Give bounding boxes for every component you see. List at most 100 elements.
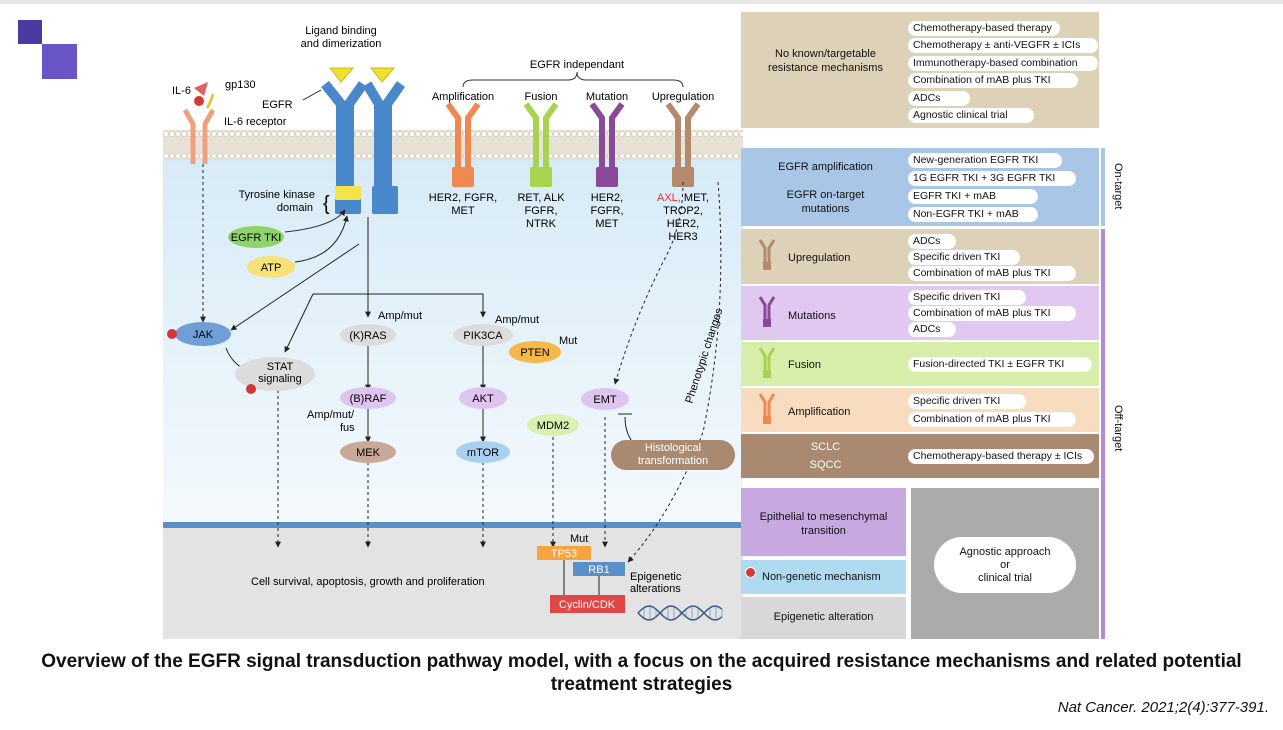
citation: Nat Cancer. 2021;2(4):377-391.: [1057, 699, 1269, 716]
gp130-label: gp130: [225, 79, 256, 91]
pik3ca-node: [453, 324, 513, 346]
histo-node: [611, 440, 735, 470]
treatment-on-2: EGFR TKI + mAB: [908, 189, 1038, 204]
mtor-node: [456, 441, 510, 463]
no-known-label: No known/targetable resistance mechanism…: [768, 48, 883, 74]
braf-label: (B)RAF: [350, 393, 387, 405]
jak-dot: [167, 329, 177, 339]
nuclear-membrane: [163, 522, 743, 528]
egfr-mut-label: EGFR on-target mutations: [786, 189, 865, 215]
jak-node: [175, 322, 231, 346]
egfr-tki-label: EGFR TKI: [231, 232, 282, 244]
kras-node: [340, 324, 396, 346]
rb1-label: RB1: [588, 564, 609, 576]
treatment-up-2: Combination of mAB plus TKI: [908, 266, 1076, 281]
treatment-on-1: 1G EGFR TKI + 3G EGFR TKI: [908, 171, 1076, 186]
mutations-receptor-icon: [758, 296, 776, 327]
il6-ligand: [194, 96, 204, 106]
treatment-up-0: ADCs: [908, 234, 956, 249]
stat-dot: [246, 384, 256, 394]
atp-label: ATP: [261, 262, 282, 274]
atp-node: [247, 256, 295, 278]
decor-square-small: [18, 20, 42, 44]
amp-mut-pik3ca: Amp/mut: [495, 314, 539, 326]
mut-tp53: Mut: [570, 533, 588, 545]
cyclin-label: Cyclin/CDK: [559, 599, 616, 611]
egfr-label: EGFR: [262, 99, 293, 111]
treatment-nk-5: Agnostic clinical trial: [908, 108, 1034, 123]
egfr-independant-label: EGFR independant: [530, 59, 624, 71]
sclc-label: SCLC: [810, 441, 841, 453]
cyclin-box: [550, 595, 625, 613]
cell-survival-label: Cell survival, apoptosis, growth and pro…: [251, 576, 485, 588]
jak-label: JAK: [193, 329, 214, 341]
tk-brace: {: [323, 193, 330, 215]
receptor-title-2: Mutation: [586, 91, 628, 103]
treatment-on-0: New-generation EGFR TKI: [908, 153, 1062, 168]
mek-node: [340, 441, 396, 463]
il6-label: IL-6: [172, 85, 191, 97]
off-target-side-label: Off-target: [1112, 405, 1124, 452]
non-genetic-label: Non-genetic mechanism: [762, 571, 881, 583]
treatment-on-3: Non-EGFR TKI + mAB: [908, 207, 1038, 222]
treatment-nk-4: ADCs: [908, 91, 970, 106]
mutations-label: Mutations: [788, 310, 836, 322]
epigenetic-box-label: Epigenetic alteration: [773, 611, 874, 623]
treatment-up-1: Specific driven TKI: [908, 250, 1020, 265]
receptor-sub-2: HER2,FGFR,MET: [591, 192, 624, 230]
epigenetic-box: [741, 597, 906, 639]
agnostic-label: Agnostic approach or clinical trial: [934, 537, 1076, 593]
braf-node: [340, 387, 396, 409]
amplification-receptor-icon: [758, 393, 776, 424]
akt-label: AKT: [472, 393, 494, 405]
treatment-mu-1: Combination of mAB plus TKI: [908, 306, 1076, 321]
mdm2-label: MDM2: [537, 420, 569, 432]
il6-triangle: [194, 82, 208, 96]
receptor-title-3: Upregulation: [652, 91, 714, 103]
amp-mut-kras: Amp/mut: [378, 310, 422, 322]
tp53-label: TP53: [551, 548, 577, 560]
akt-node: [459, 387, 507, 409]
receptor-fusion: [523, 102, 559, 187]
treatment-nk-0: Chemotherapy-based therapy: [908, 21, 1060, 36]
treatment-nk-1: Chemotherapy ± anti-VEGFR ± ICIs: [908, 38, 1098, 53]
decor-square-large: [42, 44, 77, 79]
sqcc-label: SQCC: [809, 459, 842, 471]
mdm2-node: [527, 414, 579, 436]
receptor-title-1: Fusion: [524, 91, 557, 103]
upregulation-receptor-icon: [758, 239, 776, 270]
stat-node: [235, 357, 315, 391]
emt-node: [581, 388, 629, 410]
treatment-am-1: Combination of mAB plus TKI: [908, 412, 1076, 427]
fusion-label: Fusion: [788, 359, 822, 371]
mek-label: MEK: [356, 447, 381, 459]
il6r-label: IL-6 receptor: [224, 116, 287, 128]
kras-label: (K)RAS: [349, 330, 386, 342]
fusion-receptor-icon: [758, 347, 776, 378]
mut-pten: Mut: [559, 335, 577, 347]
on-target-bar: [1101, 148, 1105, 226]
il6-receptor: [182, 82, 216, 164]
non-genetic-box: [741, 560, 906, 594]
receptor-title-0: Amplification: [432, 91, 494, 103]
treatment-nk-2: Immunotherapy-based combination: [908, 56, 1098, 71]
receptor-mutation: [589, 102, 625, 187]
pten-label: PTEN: [520, 347, 549, 359]
upregulation-label: Upregulation: [788, 252, 851, 264]
pten-node: [509, 341, 561, 363]
amp-mut-fus-label: Amp/mut/fus: [307, 409, 355, 434]
pik3ca-label: PIK3CA: [463, 330, 503, 342]
egfr-tki-node: [228, 226, 284, 248]
receptor-amplification: [445, 102, 481, 187]
mtor-label: mTOR: [467, 447, 499, 459]
treatment-fu-0: Fusion-directed TKI ± EGFR TKI: [908, 357, 1092, 372]
emt-box-label: Epithelial to mesenchymal transition: [759, 511, 888, 537]
non-genetic-dot: [745, 567, 756, 578]
egfr-dimer: [302, 67, 406, 214]
